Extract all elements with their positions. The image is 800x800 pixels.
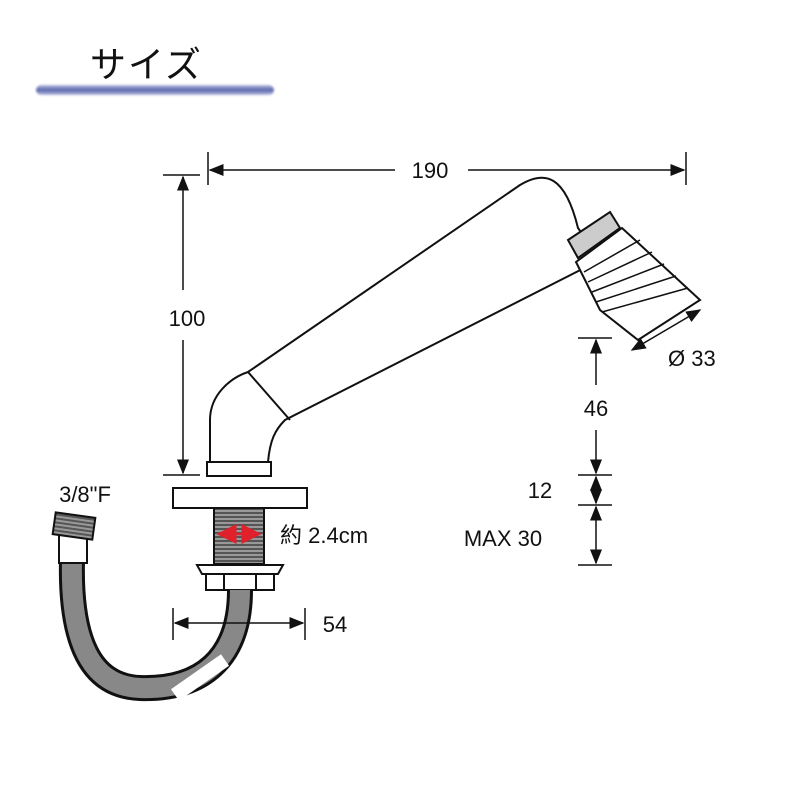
label-190: 190 (412, 158, 449, 183)
page-title: サイズ (90, 45, 203, 86)
title-underline (36, 85, 274, 95)
label-diameter-33: Ø 33 (668, 346, 716, 371)
label-max-30: MAX 30 (464, 526, 542, 551)
label-thread-size: 3/8"F (59, 482, 111, 507)
dimension-lines (163, 152, 702, 640)
spout-arm (206, 176, 602, 477)
label-46: 46 (584, 396, 608, 421)
label-12: 12 (528, 478, 552, 503)
label-shank-diameter: 約 2.4cm (280, 523, 368, 548)
label-54: 54 (323, 612, 347, 637)
label-100: 100 (169, 306, 206, 331)
hose (51, 511, 253, 702)
